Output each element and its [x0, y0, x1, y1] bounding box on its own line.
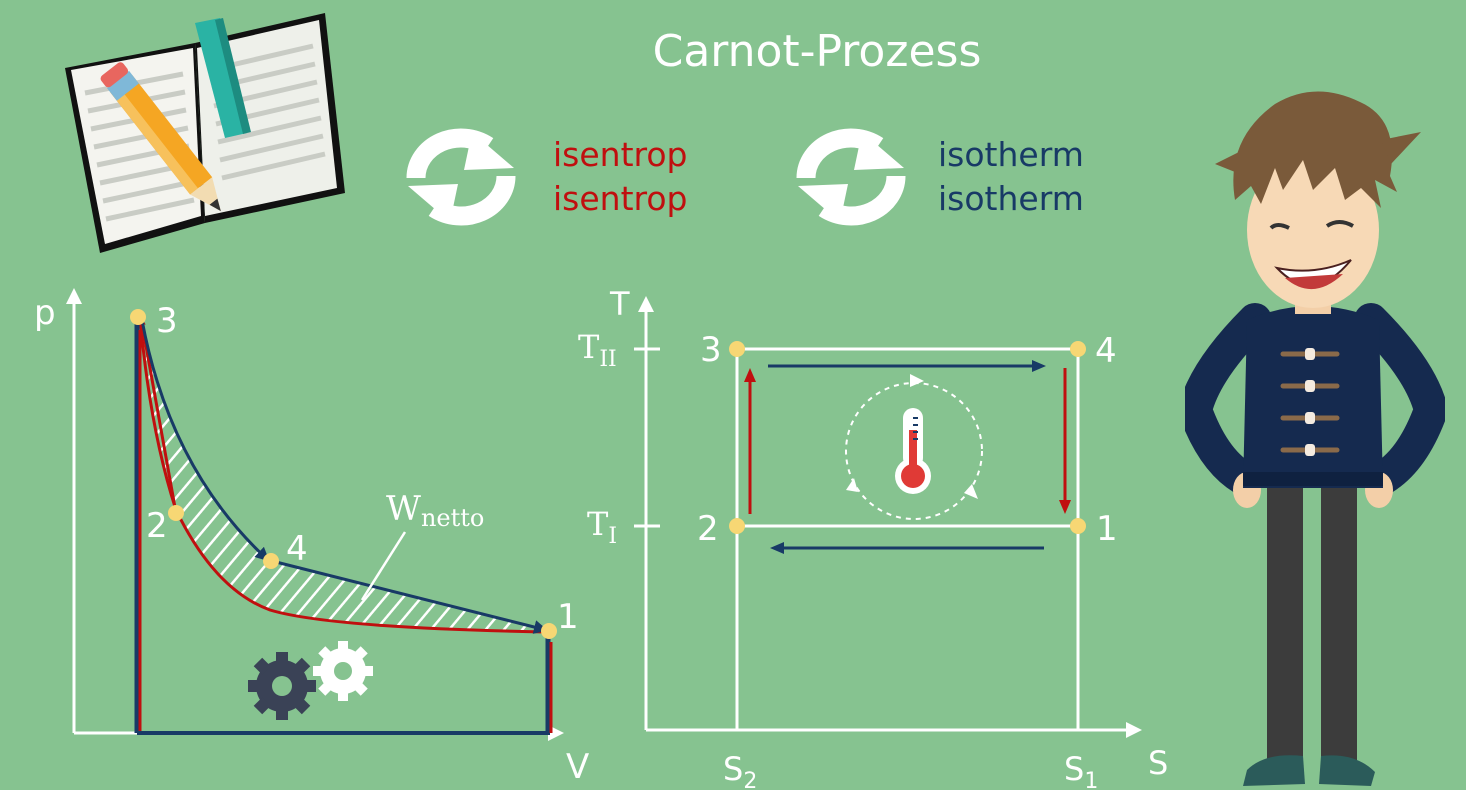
isotherm-curve [267, 558, 548, 634]
point-3 [130, 309, 146, 325]
point-label-1: 1 [557, 597, 579, 637]
t-high-label: TII [578, 328, 617, 372]
axis-label-v: V [566, 747, 589, 787]
point-1 [541, 623, 557, 639]
point-1 [1070, 518, 1086, 534]
refresh-icon [406, 128, 516, 226]
s1-label: S1 [1064, 750, 1098, 790]
point-4 [1070, 341, 1086, 357]
point-2 [729, 518, 745, 534]
isentrop-curve [135, 315, 549, 634]
pv-diagram: Wnetto 3 2 4 1 p V [34, 288, 589, 787]
point-2 [168, 505, 184, 521]
character-illustration [1185, 91, 1445, 786]
gears-icon [248, 641, 373, 720]
point-label-3: 3 [700, 330, 722, 370]
axis-label-s: S [1148, 744, 1168, 782]
cycle-circle [845, 382, 983, 520]
point-label-4: 4 [286, 529, 308, 569]
book-icon [65, 13, 345, 253]
page-title: Carnot-Prozess [652, 26, 982, 77]
point-label-2: 2 [146, 506, 168, 546]
axis-label-p: p [34, 293, 56, 333]
work-area [140, 317, 548, 632]
isentrop-curve [139, 317, 178, 514]
point-3 [729, 341, 745, 357]
t-low-label: TI [587, 505, 617, 549]
isotherm-curve [140, 319, 270, 562]
ts-diagram: 3 4 2 1 T S TII TI S2 S1 [578, 285, 1168, 790]
point-label-1: 1 [1096, 509, 1118, 549]
legend-isotherm: isotherm isotherm [938, 133, 1084, 221]
work-label: Wnetto [386, 489, 484, 532]
legend-isentrop-label: isentrop [553, 179, 688, 218]
point-4 [263, 553, 279, 569]
legend-isentrop: isentrop isentrop [553, 133, 688, 221]
thermometer-icon [895, 408, 931, 494]
legend-isotherm-label: isotherm [938, 179, 1084, 218]
point-label-2: 2 [697, 509, 719, 549]
refresh-icon [796, 128, 906, 226]
point-label-3: 3 [156, 301, 178, 341]
axis-label-t: T [609, 285, 630, 323]
s2-label: S2 [723, 750, 757, 790]
point-label-4: 4 [1095, 331, 1117, 371]
legend-isotherm-label: isotherm [938, 135, 1084, 174]
cycle-rectangle [735, 347, 1080, 528]
ts-axes [634, 296, 1142, 738]
legend-isentrop-label: isentrop [553, 135, 688, 174]
